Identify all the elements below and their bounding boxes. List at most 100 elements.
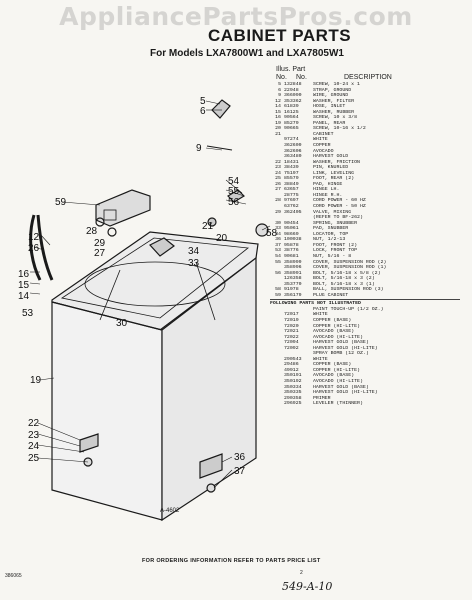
header-no: No.	[276, 74, 287, 81]
part-desc: NUT, 1/2-13	[313, 237, 346, 243]
callout-label: 20	[216, 233, 228, 244]
part-no: 362405	[284, 209, 302, 215]
part-no: 72022	[284, 334, 299, 340]
illus-no: 23	[275, 165, 281, 171]
part-desc: PLUG CABINET	[313, 292, 349, 298]
part-no: 100038	[284, 237, 302, 243]
parts-row: (REFER TO BF-262)	[270, 215, 470, 221]
part-desc: COVER, SUSPENSION ROD (1)	[313, 265, 387, 271]
callout-label: 53	[22, 308, 34, 319]
part-no: 126358	[284, 276, 302, 282]
part-desc: AVOCADO	[313, 148, 334, 154]
part-desc: PAINT TOUCH-UP (1/2 OZ.)	[313, 306, 384, 312]
illus-no: 29	[275, 209, 281, 215]
illus-no: 14	[275, 104, 281, 110]
part-desc: FOOT, FRONT (2)	[313, 242, 358, 248]
callout-label: 59	[55, 197, 67, 208]
header-description: DESCRIPTION	[344, 74, 392, 81]
illus-no: 54	[275, 253, 281, 259]
callout-label: 25	[28, 453, 40, 464]
watermark: AppliancePartsPros.com	[59, 2, 413, 31]
illus-no: 12	[275, 98, 281, 104]
callout-label: 24	[28, 441, 40, 452]
part-desc: HARVEST GOLD	[313, 154, 349, 160]
callout-label: 30	[116, 318, 128, 329]
part-no: 350334	[284, 384, 302, 390]
part-desc: BOLT, 5/16-18 x 5/8 (2)	[313, 270, 381, 276]
illus-no: 37	[275, 242, 281, 248]
part-desc: COVER, SUSPENSION ROD (2)	[313, 259, 387, 265]
part-desc: PAD, HINGE	[313, 181, 343, 187]
divider	[270, 299, 460, 301]
illus-no: 16	[275, 115, 281, 121]
part-no: 363480	[284, 154, 302, 160]
part-desc: FOOT, REAR (2)	[313, 176, 355, 182]
part-desc: HINGE LH.	[313, 187, 340, 193]
part-no: 95061	[284, 226, 299, 232]
part-no: 72020	[284, 323, 299, 329]
part-no: 358996	[284, 265, 302, 271]
extras-row: PAINT TOUCH-UP (1/2 OZ.)	[270, 307, 470, 313]
callout-label: 12	[28, 232, 40, 243]
part-desc: SPRAY BOMB (12 OZ.)	[313, 351, 369, 357]
part-desc: AVOCADO (HI-LITE)	[313, 378, 363, 384]
part-no: 72019	[284, 317, 299, 323]
callout-label: 56	[228, 197, 240, 208]
callout-label: 19	[30, 375, 42, 386]
illus-no: 59	[275, 292, 281, 298]
part-desc: HOSE, INLET	[313, 104, 346, 110]
illus-no: 53	[275, 248, 281, 254]
figure-id: A-4602	[160, 508, 180, 514]
callout-label: 27	[94, 248, 106, 259]
part-no: 72017	[284, 312, 299, 318]
callout-label: 36	[234, 452, 246, 463]
part-no: 90681	[284, 253, 299, 259]
part-no: 296925	[284, 401, 302, 407]
illus-no: 5	[278, 82, 281, 87]
part-desc: LOCK, FRONT TOP	[313, 248, 358, 254]
part-desc: WHITE	[313, 137, 328, 143]
illus-no: 25	[275, 176, 281, 182]
part-no: 91978	[284, 287, 299, 293]
part-desc: LOCATOR, TOP	[313, 231, 349, 237]
callout-label: 5	[200, 96, 206, 107]
illus-no: 26	[275, 181, 281, 187]
part-desc: WHITE	[313, 356, 328, 362]
illus-no: 34	[275, 231, 281, 237]
part-no: 290543	[284, 356, 302, 362]
illus-no: 30	[275, 220, 281, 226]
illus-no: 20	[275, 126, 281, 132]
not-illustrated-heading: FOLLOWING PARTS NOT ILLUSTRATED	[270, 301, 361, 307]
illus-no: 28	[275, 198, 281, 204]
callout-label: 26	[28, 243, 40, 254]
part-no: 38776	[284, 248, 299, 254]
part-no: 97697	[284, 198, 299, 204]
part-desc: AVOCADO (BASE)	[313, 373, 355, 379]
